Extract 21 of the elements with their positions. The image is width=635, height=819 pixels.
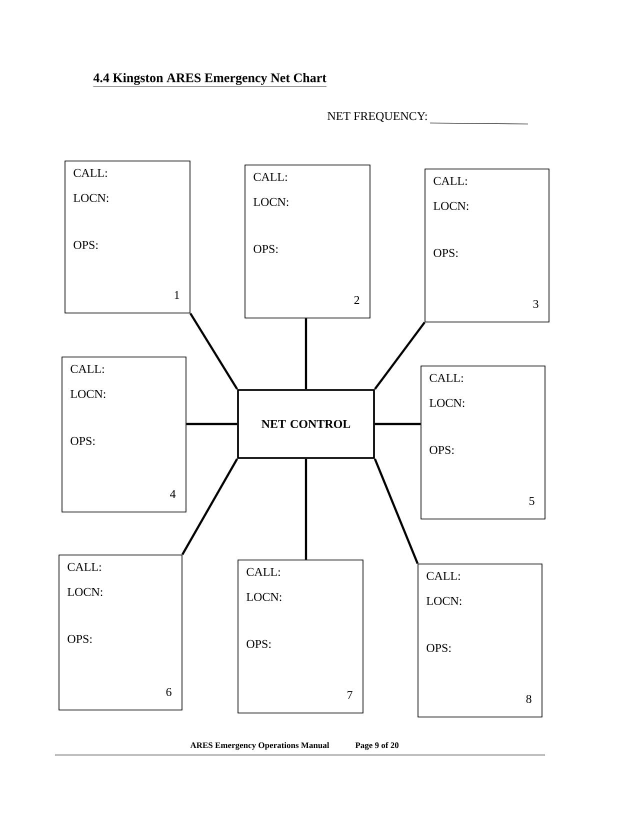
connector-line: [374, 322, 426, 390]
station-box: CALL: LOCN: OPS: 2: [244, 164, 370, 318]
connector-line: [186, 422, 238, 426]
connector-line: [304, 318, 308, 390]
station-box: CALL: LOCN: OPS: 3: [424, 168, 550, 322]
station-box: CALL: LOCN: OPS: 5: [420, 366, 546, 520]
page-number: Page 9 of 20: [355, 742, 399, 750]
connector-line: [374, 458, 419, 564]
connector-line: [304, 458, 308, 560]
station-box: CALL: LOCN: OPS: 7: [238, 560, 364, 714]
connector-line: [181, 458, 238, 556]
footer-text: ARES Emergency Operations Manual: [190, 742, 330, 750]
station-box: CALL: LOCN: OPS: 1: [64, 160, 190, 314]
connector-line: [189, 312, 238, 390]
station-box: CALL: LOCN: OPS: 8: [418, 564, 542, 718]
label: NET FREQUENCY:: [328, 112, 427, 122]
title: 4.4 Kingston ARES Emergency Net Chart: [93, 73, 327, 87]
control-box: NET CONTROL: [237, 389, 375, 459]
connector-line: [374, 422, 421, 426]
station-box: CALL: LOCN: OPS: 6: [58, 554, 182, 710]
station-box: CALL: LOCN: OPS: 4: [62, 356, 186, 512]
